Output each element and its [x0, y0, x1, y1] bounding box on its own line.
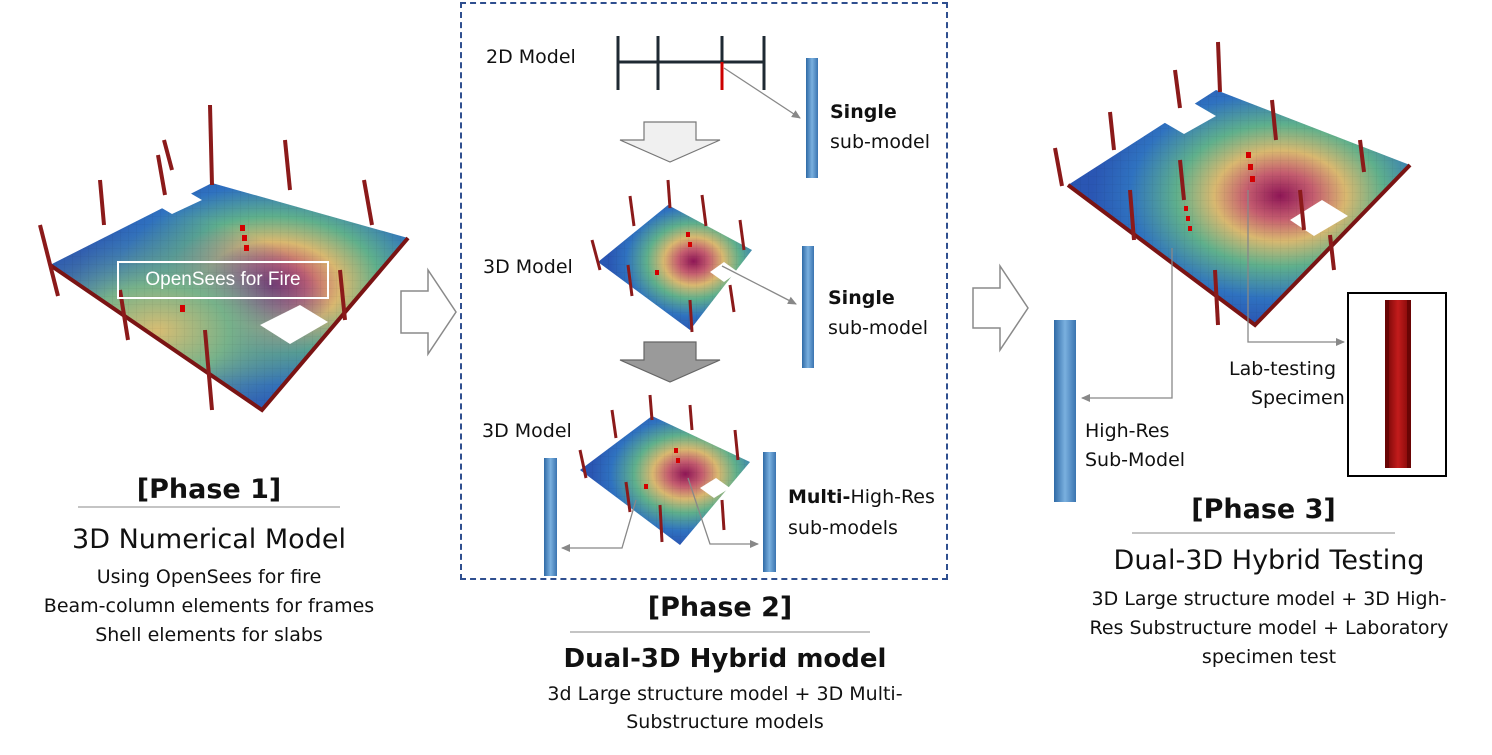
phase2-subtitle: Dual-3D Hybrid model [563, 644, 887, 674]
phase1-structure-model [38, 104, 410, 413]
phase3-line-2: Res Substructure model + Laboratory [1089, 617, 1449, 639]
phase3-lab-pointer [1247, 190, 1345, 346]
phase3-highres-member [1054, 320, 1076, 502]
phase3-subtitle: Dual-3D Hybrid Testing [1113, 545, 1425, 576]
phase2-single-a-rest: sub-model [830, 131, 931, 153]
phase1-title: [Phase 1] [136, 474, 282, 505]
phase1-line-2: Beam-column elements for frames [43, 595, 375, 617]
phase3-highres-pointer [1081, 248, 1173, 402]
lab-specimen-member [1385, 300, 1411, 468]
phase2-single-member-a [806, 58, 818, 178]
phase2-single-a-bold: Single [830, 101, 897, 123]
phase3-lab-label-1: Lab-testing [1229, 358, 1337, 380]
phase2-2d-model-label: 2D Model [486, 46, 576, 68]
phase3-lab-label-2: Specimen [1251, 387, 1345, 409]
phase3-highres-label-2: Sub-Model [1085, 449, 1186, 471]
phase2-3d-model-label-a: 3D Model [483, 256, 573, 278]
phase1-subtitle: 3D Numerical Model [72, 524, 346, 555]
lab-specimen-box [1347, 292, 1447, 477]
phase1-line-3: Shell elements for slabs [95, 624, 323, 646]
phase2-2d-pointer [723, 67, 801, 119]
opensees-overlay-label: OpenSees for Fire [117, 261, 329, 299]
phase3-structure-model [1053, 41, 1412, 328]
phase2-dashed-frame [460, 2, 948, 580]
phase2-multi-bold: Multi- [788, 486, 851, 508]
phase2-2d-frame [616, 36, 766, 90]
phase2-to-phase3-arrow [972, 263, 1029, 353]
phase3-title: [Phase 3] [1191, 494, 1336, 525]
phase2-down-arrow-dark [619, 341, 721, 383]
phase2-down-arrow-light [619, 121, 721, 163]
phase2-multi-pointer-left [561, 499, 637, 552]
phase2-line-1: 3d Large structure model + 3D Multi- [547, 683, 903, 705]
phase2-multi-pointer-right [687, 477, 759, 548]
phase1-description: Using OpenSees for fire Beam-column elem… [10, 563, 408, 650]
phase2-description: 3d Large structure model + 3D Multi- Sub… [480, 680, 970, 736]
phase1-to-phase2-arrow [400, 267, 457, 357]
phase2-multi-rest-1: High-Res [850, 486, 935, 508]
phase1-line-1: Using OpenSees for fire [96, 566, 322, 588]
phase2-line-2: Substructure models [626, 711, 824, 733]
phase2-single-member-b [802, 246, 814, 368]
phase3-highres-label-1: High-Res [1085, 420, 1170, 442]
phase2-3d-model-b [578, 394, 750, 545]
phase3-description: 3D Large structure model + 3D High- Res … [1050, 585, 1488, 672]
phase2-single-b-rest: sub-model [828, 317, 929, 339]
phase2-multi-member-right [763, 452, 776, 572]
phase2-multi-rest-2: sub-models [788, 517, 898, 539]
phase3-line-1: 3D Large structure model + 3D High- [1091, 588, 1447, 610]
phase2-single-b-bold: Single [828, 287, 895, 309]
phase2-3d-model-a [590, 179, 752, 333]
phase2-3d-model-label-b: 3D Model [482, 420, 572, 442]
phase2-3d-pointer-a [721, 265, 797, 305]
phase3-line-3: specimen test [1201, 646, 1337, 668]
phase2-multi-member-left [544, 458, 557, 576]
phase2-title: [Phase 2] [647, 592, 793, 623]
phase2-multi-label: Multi-High-Res [788, 486, 935, 508]
